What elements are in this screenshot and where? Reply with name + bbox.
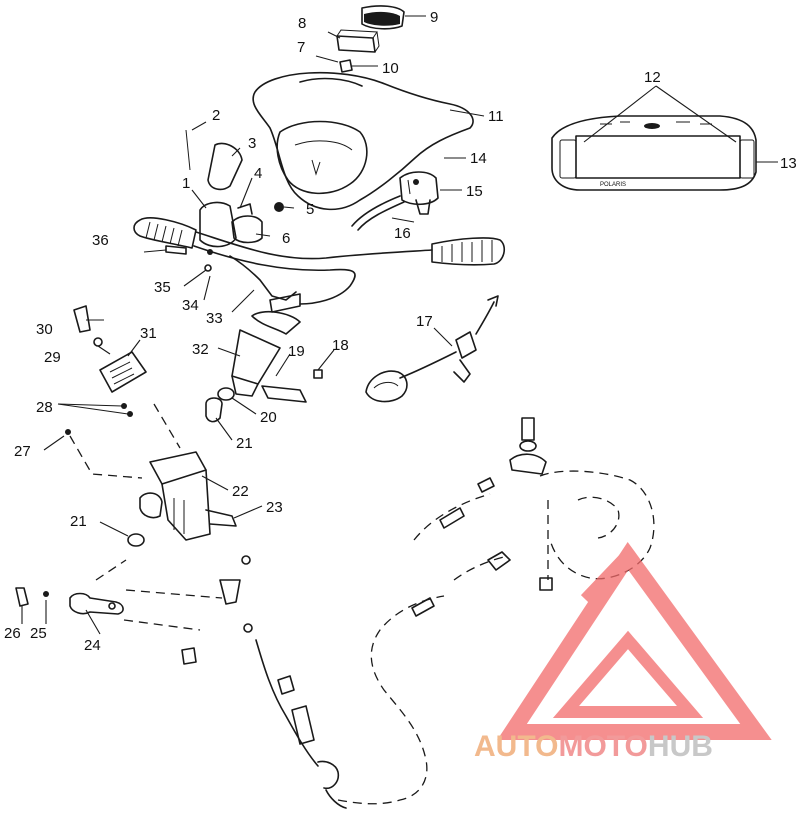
callout-33: 33: [206, 310, 223, 327]
callout-28: 28: [36, 399, 53, 416]
tether-switch: [365, 295, 499, 403]
callout-17: 17: [416, 313, 433, 330]
callout-2: 2: [212, 107, 220, 124]
callout-labels: 8 9 7 10 12 11 13 2 3 14 1 4 15 5 16 6 3…: [4, 9, 797, 654]
callout-24: 24: [84, 637, 101, 654]
callout-10: 10: [382, 60, 399, 77]
callout-36: 36: [92, 232, 109, 249]
callout-8: 8: [298, 15, 306, 32]
callout-9: 9: [430, 9, 438, 26]
throttle-cable: [255, 639, 347, 809]
callout-21-upper: 21: [236, 435, 253, 452]
callout-32: 32: [192, 341, 209, 358]
callout-22: 22: [232, 483, 249, 500]
callout-5: 5: [306, 201, 314, 218]
watermark-auto: AUTO: [474, 730, 558, 763]
callout-23: 23: [266, 499, 283, 516]
callout-25: 25: [30, 625, 47, 642]
callout-12: 12: [644, 69, 661, 86]
callout-4: 4: [254, 165, 262, 182]
watermark-hub: HUB: [648, 730, 713, 763]
gauge-brand: POLARIS: [600, 182, 626, 188]
leader-lines: [21, 31, 485, 635]
watermark-logo: [497, 541, 772, 740]
callout-35: 35: [154, 279, 171, 296]
logo-triangle-outer: [497, 541, 772, 740]
callout-6: 6: [282, 230, 290, 247]
callout-31: 31: [140, 325, 157, 342]
handlebar-cover: [252, 71, 474, 211]
plate-assembly: [57, 305, 181, 479]
gauge-panel: POLARIS: [551, 85, 778, 191]
clip-10: [339, 59, 378, 73]
callout-19: 19: [288, 343, 305, 360]
callout-14: 14: [470, 150, 487, 167]
carburetor: [411, 417, 655, 617]
brake-lever: [143, 129, 284, 272]
callout-21-lower: 21: [70, 513, 87, 530]
logo-m-stroke: [580, 551, 634, 605]
callout-29: 29: [44, 349, 61, 366]
callout-1: 1: [182, 175, 190, 192]
cable-routing: [337, 493, 549, 805]
gauge-block: [336, 29, 380, 53]
mount-bracket: [139, 451, 237, 541]
callout-3: 3: [248, 135, 256, 152]
callout-30: 30: [36, 321, 53, 338]
callout-26: 26: [4, 625, 21, 642]
callout-27: 27: [14, 443, 31, 460]
callout-34: 34: [182, 297, 199, 314]
steering-post: [231, 293, 323, 403]
callout-7: 7: [297, 39, 305, 56]
switch-housing: [351, 171, 462, 231]
bushings: [127, 387, 235, 547]
lower-linkage: [15, 555, 253, 665]
indicator-light: [361, 5, 426, 30]
callout-16: 16: [394, 225, 411, 242]
callout-13: 13: [780, 155, 797, 172]
watermark-moto: MOTO: [558, 730, 647, 763]
callout-18: 18: [332, 337, 349, 354]
callout-15: 15: [466, 183, 483, 200]
watermark-text: AUTOMOTOHUB: [474, 730, 713, 763]
logo-triangle-inner: [552, 630, 704, 718]
handlebar: [133, 217, 506, 305]
callout-11: 11: [488, 108, 504, 125]
callout-20: 20: [260, 409, 277, 426]
